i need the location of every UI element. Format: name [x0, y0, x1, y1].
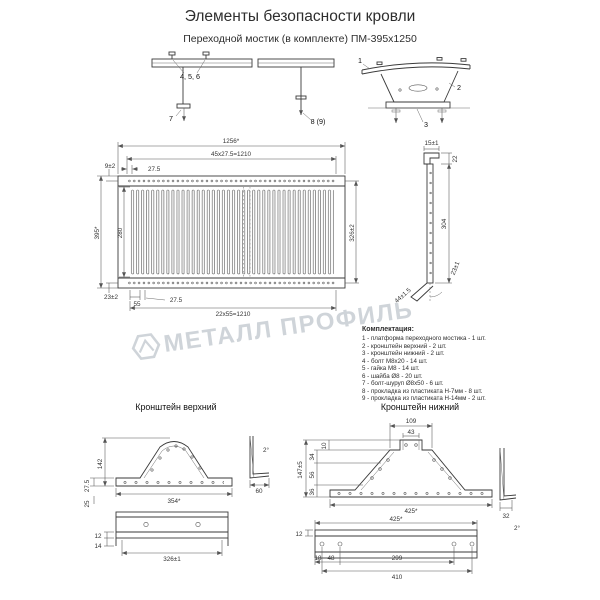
- platform-side-view: 15±1 22 304 23±1 44±1.5: [393, 140, 461, 305]
- dim-plan-hole-pitch: 45х27.5=1210: [211, 151, 252, 158]
- upper-bracket-title: Кронштейн верхний: [135, 402, 216, 412]
- dim-lower-43: 43: [407, 429, 415, 436]
- callout-3: 3: [424, 120, 428, 129]
- dim-lower-angle: 2°: [514, 524, 521, 532]
- dim-upper-12: 12: [94, 533, 102, 540]
- dim-plan-pitch-55: 55: [133, 301, 141, 308]
- kit-item: 1 - платформа переходного мостика - 1 шт…: [362, 335, 486, 342]
- dim-lower-56: 56: [309, 471, 316, 479]
- dim-plan-edge-offset: 9±2: [105, 163, 116, 170]
- dim-upper-275: 27.5: [84, 479, 91, 492]
- kit-item: 4 - болт М8х20 - 14 шт.: [362, 358, 428, 365]
- kit-item: 6 - шайба Ø8 - 20 шт.: [362, 373, 423, 380]
- dim-upper-14: 14: [94, 543, 102, 550]
- bolt-icon: [460, 58, 467, 62]
- callout-8-9: 8 (9): [311, 117, 326, 126]
- dim-lower-18: 18: [314, 555, 322, 562]
- dim-side-angle: 23±1: [450, 260, 462, 276]
- bolt-icon: [436, 57, 443, 61]
- assembly-view-right: 1 2 3: [358, 56, 471, 129]
- dim-upper-25: 25: [84, 500, 91, 508]
- dim-plan-half-pitch-top: 27.5: [148, 166, 161, 173]
- lower-bracket-title: Кронштейн нижний: [381, 402, 459, 412]
- dim-lower-48: 48: [327, 555, 335, 562]
- metall-profil-logo-icon: [131, 333, 161, 361]
- dim-lower-32: 32: [502, 513, 510, 520]
- dim-plan-edge-bottom: 23±2: [104, 294, 118, 301]
- dim-side-top-width: 15±1: [425, 140, 439, 147]
- dim-lower-plate-width: 425*: [390, 516, 404, 523]
- dim-plan-slot-height: 280: [117, 227, 124, 238]
- assembly-view-left: 4, 5, 6 7: [151, 51, 253, 123]
- kit-heading: Комплектация:: [362, 326, 414, 333]
- dim-upper-height: 142: [97, 458, 104, 469]
- bolt-icon: [168, 51, 210, 59]
- dim-plan-total-height: 395*: [94, 226, 101, 240]
- dim-side-height: 304: [441, 218, 448, 229]
- upper-bracket-section: Кронштейн верхний 142 27.5 25 354* 2° 60: [84, 402, 270, 563]
- dim-lower-height: 147±5: [297, 461, 304, 479]
- dim-upper-width: 354*: [168, 498, 182, 505]
- dim-upper-angle: 2°: [263, 446, 270, 454]
- dim-lower-299: 299: [392, 555, 403, 562]
- dim-plan-bolt-span: 326±2: [349, 224, 356, 242]
- kit-item: 9 - прокладка из пластиката Н-14мм - 2 ш…: [362, 395, 486, 402]
- dim-plan-total-width: 1256*: [223, 138, 240, 145]
- dim-lower-34: 34: [309, 453, 316, 461]
- kit-item: 3 - кронштейн нижний - 2 шт.: [362, 350, 445, 357]
- dim-upper-profile: 60: [255, 488, 263, 495]
- dim-lower-10: 10: [321, 442, 328, 450]
- platform-dimensions: 1256* 45х27.5=1210 27.5 9±2 395* 280 326…: [94, 138, 359, 318]
- dim-side-top-height: 22: [452, 155, 459, 163]
- page-subtitle: Переходной мостик (в комплекте) ПМ-395х1…: [183, 33, 417, 45]
- lower-bracket-section: Кронштейн нижний 109 43 10 34 56 36 147±…: [295, 402, 520, 581]
- callout-1: 1: [358, 56, 362, 65]
- callout-2: 2: [457, 83, 461, 92]
- dim-lower-12: 12: [295, 531, 303, 538]
- kit-item: 2 - кронштейн верхний - 2 шт.: [362, 343, 447, 350]
- assembly-view-middle: 8 (9): [257, 58, 335, 126]
- kit-item: 7 - болт-шуруп Ø8х50 - 6 шт.: [362, 380, 444, 387]
- callout-7: 7: [169, 114, 173, 123]
- kit-item: 5 - гайка М8 - 14 шт.: [362, 365, 420, 372]
- dim-upper-base: 326±1: [163, 556, 181, 563]
- platform-plan-view: [117, 175, 346, 289]
- page-title: Элементы безопасности кровли: [185, 8, 416, 25]
- dim-lower-410: 410: [392, 574, 403, 581]
- dim-lower-109: 109: [406, 418, 417, 425]
- bolt-icon: [376, 61, 383, 66]
- dim-plan-bottom-pitch: 22х55=1210: [216, 311, 251, 318]
- dim-plan-half-pitch-bottom: 27.5: [170, 297, 183, 304]
- dim-lower-width: 425*: [405, 508, 419, 515]
- kit-item: 8 - прокладка из пластиката Н-7мм - 8 шт…: [362, 388, 483, 395]
- dim-lower-36: 36: [309, 488, 316, 496]
- callout-4-5-6: 4, 5, 6: [180, 72, 200, 81]
- kit-list: Комплектация: 1 - платформа переходного …: [362, 326, 486, 402]
